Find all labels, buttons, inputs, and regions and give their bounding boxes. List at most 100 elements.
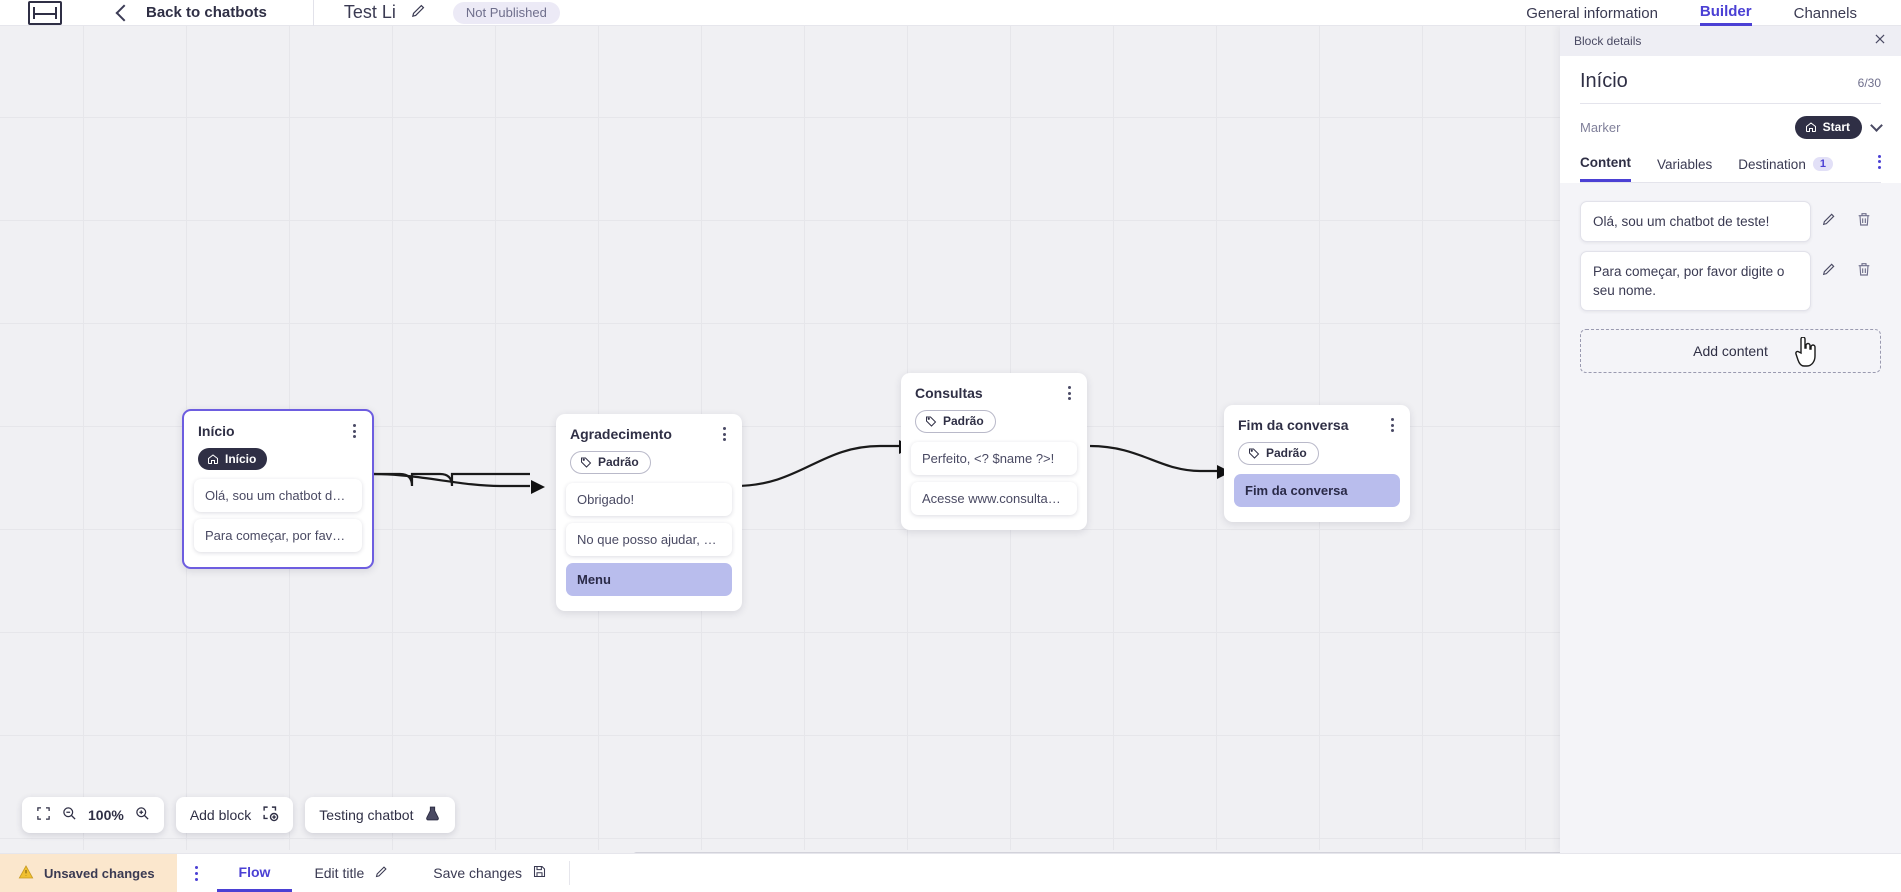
home-icon — [1805, 122, 1816, 132]
block-tag-label: Padrão — [598, 455, 639, 469]
status-badge: Not Published — [452, 1, 560, 24]
panel-more-options-icon[interactable] — [1878, 154, 1881, 177]
marker-selector[interactable]: Start — [1794, 116, 1883, 139]
block-tag-label: Início — [225, 452, 257, 466]
panel-tab-content[interactable]: Content — [1580, 149, 1631, 182]
block-message-highlighted[interactable]: Fim da conversa — [1234, 474, 1400, 507]
panel-header-label: Block details — [1574, 34, 1642, 48]
delete-content-button[interactable] — [1846, 201, 1881, 227]
tab-builder[interactable]: Builder — [1699, 0, 1752, 26]
close-icon[interactable] — [1873, 32, 1887, 51]
block-header: Agradecimento — [556, 414, 742, 442]
bottom-item-edit-title[interactable]: Edit title — [292, 854, 411, 892]
flow-block-agradecimento[interactable]: Agradecimento Padrão Obrigado! No que po… — [556, 414, 742, 611]
block-options-icon[interactable] — [1061, 384, 1077, 402]
content-text[interactable]: Olá, sou um chatbot de teste! — [1580, 201, 1811, 243]
back-to-chatbots-link[interactable]: Back to chatbots — [146, 4, 267, 21]
panel-tabs: Content Variables Destination 1 — [1580, 149, 1881, 183]
chatbot-logo-icon — [28, 0, 62, 25]
block-tag-row: Padrão — [901, 401, 1087, 442]
block-message[interactable]: Obrigado! — [566, 483, 732, 516]
block-tag-default: Padrão — [915, 410, 996, 433]
fit-screen-icon[interactable] — [36, 806, 51, 824]
add-block-button[interactable]: Add block — [175, 797, 294, 833]
divider — [568, 861, 570, 885]
block-header: Consultas — [901, 373, 1087, 401]
bottom-more-options-icon[interactable] — [177, 854, 217, 892]
panel-tab-label: Content — [1580, 155, 1631, 170]
pencil-icon[interactable] — [410, 2, 427, 24]
canvas-toolbar: 100% Add block Testing chatbot — [22, 797, 456, 833]
tag-icon — [926, 416, 937, 427]
marker-value-pill: Start — [1794, 116, 1862, 139]
tag-icon — [1249, 448, 1260, 459]
top-tabs: General information Builder Channels — [1526, 0, 1857, 26]
block-tag-start: Início — [198, 448, 268, 470]
unsaved-changes-indicator: Unsaved changes — [0, 854, 177, 892]
zoom-out-icon[interactable] — [62, 806, 77, 824]
block-message[interactable]: No que posso ajudar, <? $name ... — [566, 523, 732, 556]
divider — [312, 0, 314, 26]
block-message[interactable]: Para começar, por favor digite o ... — [194, 519, 362, 552]
edit-content-button[interactable] — [1811, 251, 1846, 277]
flow-canvas[interactable]: Início Início Olá, sou um chatbot de tes… — [0, 26, 1561, 861]
panel-header: Block details — [1560, 26, 1901, 56]
block-message[interactable]: Olá, sou um chatbot de teste! — [194, 479, 362, 512]
block-tag-default: Padrão — [570, 451, 651, 474]
block-tag-row: Padrão — [556, 442, 742, 483]
block-tag-default: Padrão — [1238, 442, 1319, 465]
pencil-icon — [1822, 213, 1834, 226]
delete-content-button[interactable] — [1846, 251, 1881, 277]
block-header: Início — [184, 411, 372, 439]
tag-icon — [581, 457, 592, 468]
content-list: Olá, sou um chatbot de teste! Para começ… — [1560, 183, 1901, 320]
panel-tab-destination[interactable]: Destination 1 — [1738, 151, 1833, 181]
testing-chatbot-label: Testing chatbot — [319, 807, 414, 823]
trash-icon — [1858, 213, 1869, 226]
flow-block-fim-da-conversa[interactable]: Fim da conversa Padrão Fim da conversa — [1224, 405, 1410, 522]
block-tag-row: Padrão — [1224, 433, 1410, 474]
block-header: Fim da conversa — [1224, 405, 1410, 433]
chevron-left-icon[interactable] — [115, 4, 133, 21]
chevron-down-icon[interactable] — [1870, 119, 1883, 132]
panel-tab-variables[interactable]: Variables — [1657, 151, 1712, 181]
bottom-item-label: Save changes — [433, 865, 522, 881]
pencil-icon — [374, 864, 389, 882]
home-icon — [208, 454, 218, 464]
zoom-in-icon[interactable] — [135, 806, 150, 824]
edit-content-button[interactable] — [1811, 201, 1846, 227]
marker-label: Marker — [1580, 120, 1621, 135]
testing-chatbot-button[interactable]: Testing chatbot — [305, 797, 456, 833]
block-options-icon[interactable] — [346, 422, 362, 440]
add-block-label: Add block — [189, 807, 252, 823]
block-title: Fim da conversa — [1238, 417, 1349, 433]
block-options-icon[interactable] — [716, 425, 732, 443]
tab-general-information[interactable]: General information — [1526, 4, 1658, 22]
content-text[interactable]: Para começar, por favor digite o seu nom… — [1580, 251, 1811, 312]
tab-channels[interactable]: Channels — [1793, 4, 1857, 22]
flow-block-inicio[interactable]: Início Início Olá, sou um chatbot de tes… — [182, 409, 374, 569]
warning-triangle-icon — [18, 864, 34, 883]
block-tag-label: Padrão — [1266, 446, 1307, 460]
block-options-icon[interactable] — [1384, 416, 1400, 434]
marker-value-label: Start — [1822, 120, 1850, 134]
block-tag-row: Início — [184, 439, 372, 479]
trash-icon — [1858, 263, 1869, 276]
block-message-highlighted[interactable]: Menu — [566, 563, 732, 596]
block-details-panel: Block details Início 6/30 Marker Start — [1560, 26, 1901, 853]
content-item: Olá, sou um chatbot de teste! — [1580, 201, 1881, 243]
bottom-bar: Unsaved changes Flow Edit title Save cha… — [0, 853, 1901, 892]
panel-title-row: Início 6/30 — [1580, 70, 1881, 93]
block-message[interactable]: Perfeito, <? $name ?>! — [911, 442, 1077, 475]
block-message[interactable]: Acesse www.consultas.com par... — [911, 482, 1077, 515]
bottom-item-save-changes[interactable]: Save changes — [411, 854, 569, 892]
add-content-button[interactable]: Add content — [1580, 329, 1881, 374]
unsaved-changes-label: Unsaved changes — [44, 865, 155, 881]
flow-block-consultas[interactable]: Consultas Padrão Perfeito, <? $name ?>! … — [901, 373, 1087, 530]
block-title: Consultas — [915, 385, 983, 401]
add-block-icon — [262, 805, 279, 825]
block-title: Início — [198, 423, 235, 439]
top-bar: Back to chatbots Test Li Not Published G… — [0, 0, 1901, 26]
bottom-item-flow[interactable]: Flow — [216, 854, 293, 892]
divider — [1580, 103, 1881, 104]
